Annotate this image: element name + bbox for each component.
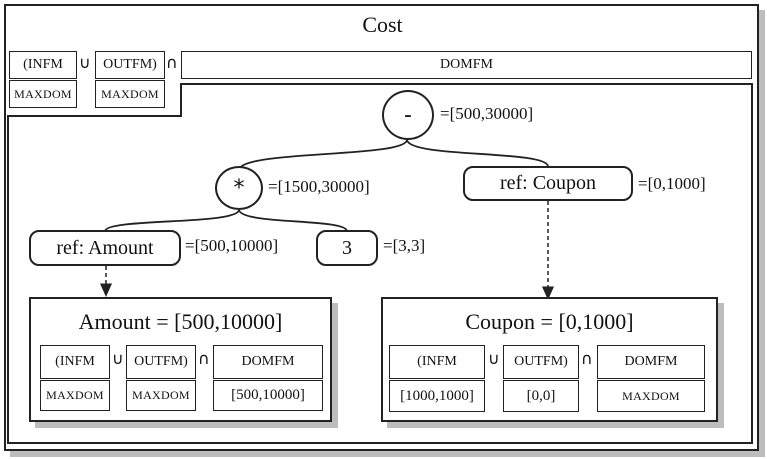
cost-out-value: MAXDOM	[95, 80, 165, 108]
cost-intersect-symbol: ∩	[166, 53, 178, 72]
coupon-out-cell: OUTFM)	[503, 345, 579, 379]
root-minus-node: -	[382, 90, 434, 140]
amount-out-value: MAXDOM	[126, 380, 196, 411]
coupon-intersect-symbol: ∩	[581, 349, 593, 368]
ref-amount-node: ref: Amount	[29, 230, 181, 266]
amount-title: Amount = [500,10000]	[78, 309, 283, 334]
coupon-in-value: [1000,1000]	[389, 380, 485, 412]
inner-frame	[7, 83, 753, 444]
amount-in-value: MAXDOM	[40, 380, 110, 411]
coupon-union-symbol: ∪	[488, 349, 500, 368]
amount-dom-value: [500,10000]	[213, 380, 323, 411]
root-range: =[500,30000]	[440, 104, 534, 123]
cost-in-value: MAXDOM	[9, 80, 77, 108]
edge-mult-right	[238, 209, 348, 232]
edge-mult-left	[104, 209, 240, 232]
ref-amount-range: =[500,10000]	[185, 236, 279, 255]
amount-in-cell: (INFM	[40, 345, 110, 379]
cost-dom-cell: DOMFM	[181, 51, 752, 79]
cost-in-cell: (INFM	[9, 51, 77, 79]
ref-coupon-node: ref: Coupon	[463, 166, 633, 201]
edge-root-right	[406, 139, 549, 167]
edge-root-left	[238, 139, 408, 171]
coupon-dom-cell: DOMFM	[597, 345, 705, 379]
cost-title: Cost	[362, 12, 403, 37]
ref-coupon-range: =[0,1000]	[638, 174, 706, 193]
cost-out-cell: OUTFM)	[95, 51, 165, 79]
coupon-dom-value: MAXDOM	[597, 380, 705, 412]
multiply-range: =[1500,30000]	[268, 177, 370, 196]
coupon-in-cell: (INFM	[389, 345, 485, 379]
constant-node: 3	[316, 230, 378, 266]
amount-dom-cell: DOMFM	[213, 345, 323, 379]
coupon-title: Coupon = [0,1000]	[465, 309, 634, 334]
cost-union-symbol: ∪	[79, 53, 91, 72]
amount-intersect-symbol: ∩	[198, 349, 210, 368]
amount-union-symbol: ∪	[112, 349, 124, 368]
constant-range: =[3,3]	[383, 236, 426, 255]
coupon-out-value: [0,0]	[503, 380, 579, 412]
amount-out-cell: OUTFM)	[126, 345, 196, 379]
multiply-node: *	[215, 166, 263, 210]
